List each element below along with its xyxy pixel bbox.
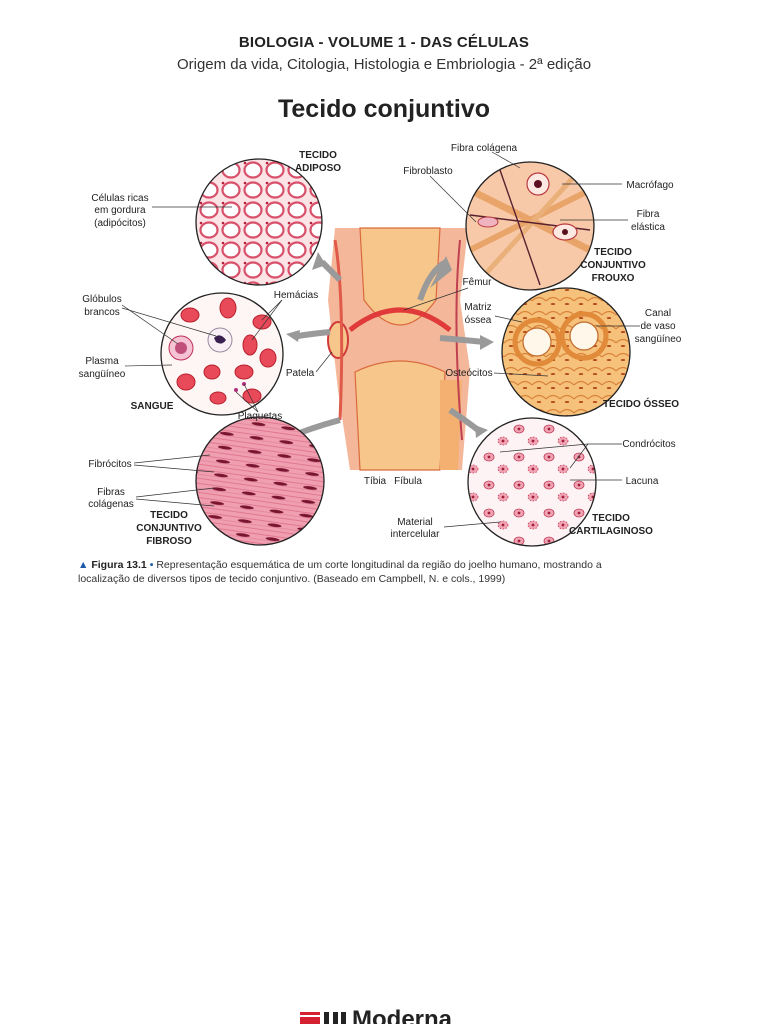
- label-celulas-ricas-1: Células ricas: [91, 193, 148, 204]
- publisher-name: Moderna: [352, 1008, 453, 1024]
- cartilage-tissue-circle: [467, 417, 597, 547]
- label-tecido-adiposo-2: ADIPOSO: [295, 163, 341, 174]
- label-fibra-colagena: Fibra colágena: [451, 143, 518, 154]
- label-plaquetas: Plaquetas: [238, 411, 282, 422]
- label-fibroso-2: CONJUNTIVO: [136, 523, 202, 534]
- label-tecido-osseo: TECIDO ÓSSEO: [603, 397, 679, 410]
- figure-caption: ▲ Figura 13.1 • Representação esquemátic…: [78, 558, 638, 586]
- label-femur: Fêmur: [463, 277, 493, 288]
- label-tibia: Tíbia: [364, 476, 387, 487]
- caption-text: Representação esquemática de um corte lo…: [78, 559, 602, 585]
- caption-marker: ▲: [78, 559, 89, 571]
- moderna-logo-icon: [300, 1012, 346, 1024]
- label-cartilaginoso-1: TECIDO: [592, 513, 630, 524]
- knee-connective-tissue-figure: TECIDO ADIPOSO Células ricas em gordura …: [79, 143, 682, 547]
- label-tecido-adiposo-1: TECIDO: [299, 150, 337, 161]
- book-subtitle: Origem da vida, Citologia, Histologia e …: [176, 56, 592, 73]
- caption-figure-id: Figura 13.1: [91, 559, 147, 571]
- label-fibra-elastica-2: elástica: [631, 222, 665, 233]
- label-globulos-1: Glóbulos: [82, 294, 121, 305]
- knee-section: [327, 227, 470, 471]
- label-plasma-2: sangüíneo: [79, 369, 126, 380]
- book-title: BIOLOGIA - VOLUME 1 - DAS CÉLULAS: [238, 34, 530, 51]
- label-fibula: Fíbula: [394, 476, 422, 487]
- page-title: Tecido conjuntivo: [277, 95, 491, 123]
- label-celulas-ricas-2: em gordura: [94, 205, 146, 216]
- label-canal-2: de vaso: [640, 321, 675, 332]
- label-material-2: intercelular: [391, 529, 441, 540]
- label-macrofago: Macrófago: [626, 180, 674, 191]
- label-sangue: SANGUE: [131, 401, 174, 412]
- label-fibras-colagenas-1: Fibras: [97, 487, 125, 498]
- leader-lines: [121, 151, 640, 528]
- label-fibroso-3: FIBROSO: [146, 536, 192, 547]
- label-patela: Patela: [286, 368, 315, 379]
- label-fibroblasto: Fibroblasto: [403, 166, 453, 177]
- label-condrocitos: Condrócitos: [622, 439, 675, 450]
- label-cartilaginoso-2: CARTILAGINOSO: [569, 526, 653, 537]
- label-osteocitos: Osteócitos: [445, 368, 492, 379]
- label-fibras-colagenas-2: colágenas: [88, 499, 134, 510]
- label-lacuna: Lacuna: [626, 476, 659, 487]
- label-fibroso-1: TECIDO: [150, 510, 188, 521]
- label-fibra-elastica-1: Fibra: [637, 209, 660, 220]
- blood-circle: [161, 293, 283, 415]
- caption-bullet: •: [149, 559, 154, 571]
- publisher-logo: Moderna: [300, 1008, 500, 1024]
- label-frouxo-3: FROUXO: [592, 273, 635, 284]
- label-celulas-ricas-3: (adipócitos): [94, 218, 146, 229]
- label-canal-3: sangüíneo: [635, 334, 682, 345]
- label-frouxo-1: TECIDO: [594, 247, 632, 258]
- loose-tissue-circle: [466, 162, 594, 290]
- label-canal-1: Canal: [645, 308, 671, 319]
- label-fibrocitos: Fibrócitos: [88, 459, 131, 470]
- label-globulos-2: brancos: [84, 307, 120, 318]
- fibrous-tissue-circle: [195, 416, 325, 546]
- label-hemacias: Hemácias: [274, 290, 318, 301]
- label-matriz-1: Matriz: [464, 302, 491, 313]
- bone-tissue-circle: [502, 288, 630, 416]
- label-material-1: Material: [397, 517, 433, 528]
- label-matriz-2: óssea: [465, 315, 492, 326]
- label-frouxo-2: CONJUNTIVO: [580, 260, 646, 271]
- label-plasma-1: Plasma: [85, 356, 119, 367]
- adipose-tissue-circle: [195, 158, 323, 286]
